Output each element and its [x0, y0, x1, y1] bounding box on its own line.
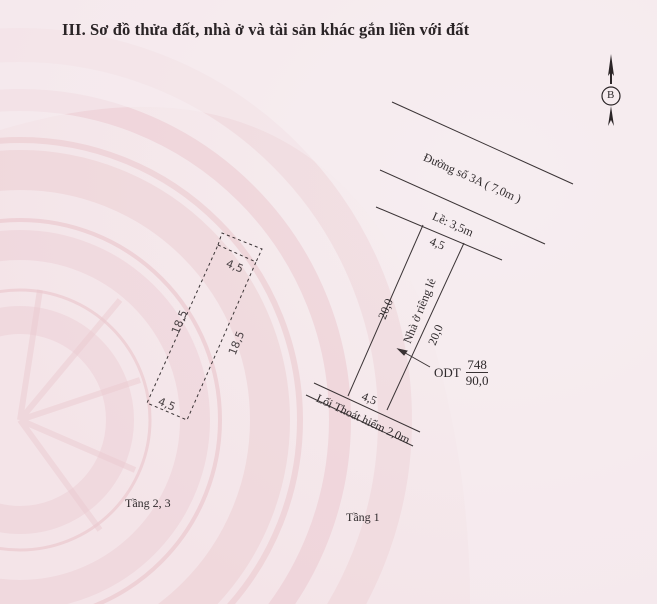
parcel-left-side: [347, 224, 424, 397]
floor-2-3-label: Tầng 2, 3: [125, 496, 171, 510]
parcel-area: 90,0: [465, 373, 489, 388]
rear-lane-edge-1: [313, 382, 421, 433]
parcel-front-line: [375, 206, 503, 261]
rear-lane-edge-2: [305, 394, 414, 447]
upper-floor-overhang: [217, 232, 263, 263]
floor-1-label: Tầng 1: [346, 510, 380, 524]
land-type-code: ODT: [434, 364, 461, 380]
road-edge-near: [379, 169, 546, 245]
parcel-right-side: [386, 242, 465, 411]
section-title: III. Sơ đồ thửa đất, nhà ở và tài sản kh…: [62, 20, 470, 39]
north-arrow-icon: [601, 54, 621, 126]
road-edge-far: [391, 101, 574, 185]
north-label: B: [607, 89, 615, 101]
parcel-number: 748: [466, 357, 488, 373]
parcel-info: ODT 748 90,0: [434, 357, 488, 388]
parcel-pointer-arrowhead: [396, 348, 408, 356]
